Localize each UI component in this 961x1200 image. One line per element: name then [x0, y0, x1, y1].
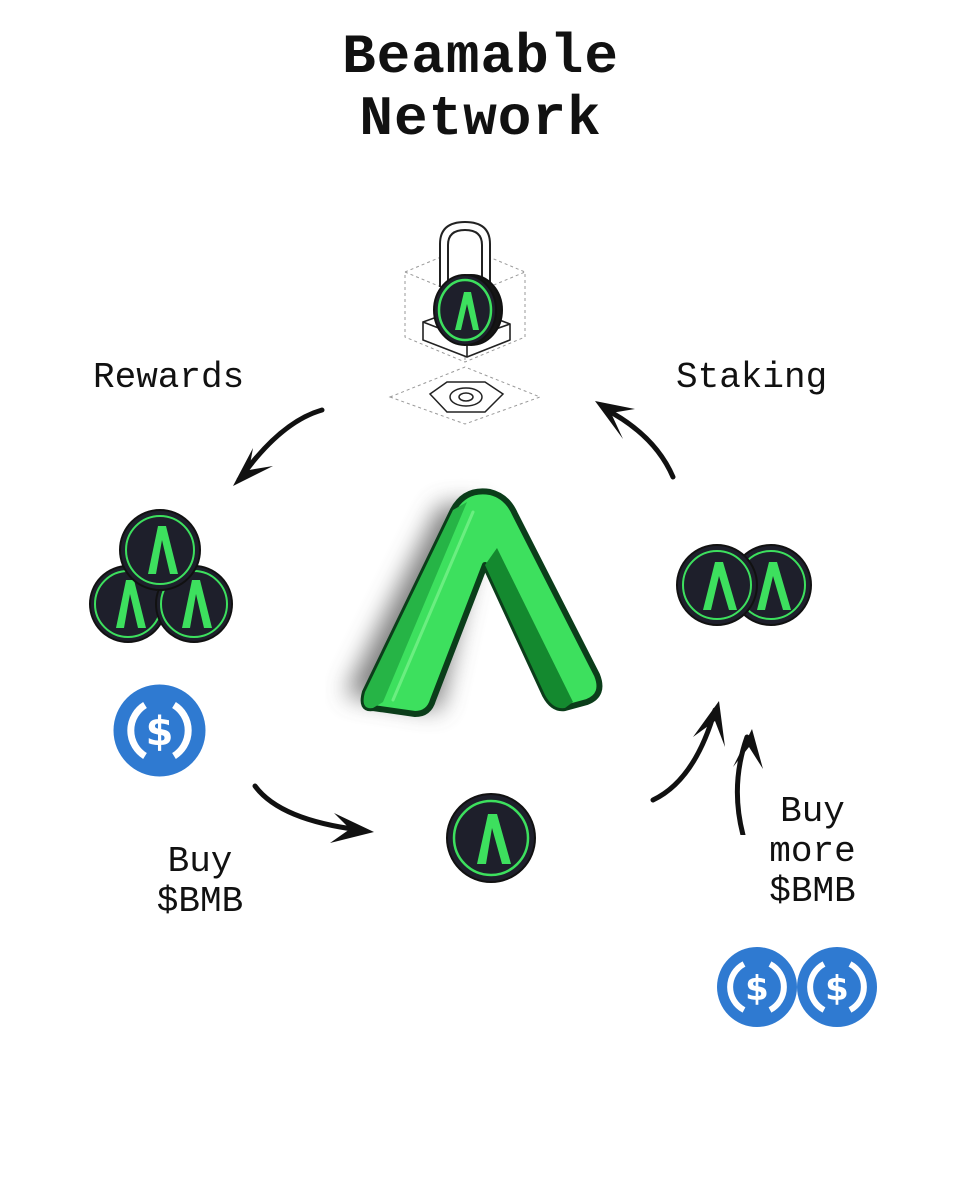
usdc-coin-pair-icon: $ $: [715, 945, 880, 1030]
svg-text:$: $: [745, 969, 769, 1009]
staking-arrow-icon: [585, 395, 680, 485]
title-line-1: Beamable: [342, 25, 619, 89]
rewards-arrow-icon: [225, 400, 330, 490]
rewards-label: Rewards: [93, 357, 245, 398]
buy-more-arrows-icon: [645, 695, 775, 835]
bmb-token-stack-icon: [88, 508, 238, 648]
title-line-2: Network: [359, 87, 602, 151]
buy-more-bmb-label: Buy more $BMB: [769, 791, 856, 912]
beamable-logo-icon: [325, 470, 625, 755]
buy-arrow-icon: [250, 780, 380, 845]
svg-text:$: $: [146, 709, 174, 755]
bmb-token-pair-icon: [675, 540, 815, 630]
buy-bmb-label: Buy $BMB: [156, 841, 244, 922]
usdc-coin-icon: $: [112, 683, 207, 778]
page-title: Beamable Network: [0, 26, 961, 150]
staking-label: Staking: [676, 357, 828, 398]
bmb-token-icon: [445, 792, 537, 884]
svg-text:$: $: [825, 969, 849, 1009]
padlock-staking-icon: [385, 212, 545, 427]
